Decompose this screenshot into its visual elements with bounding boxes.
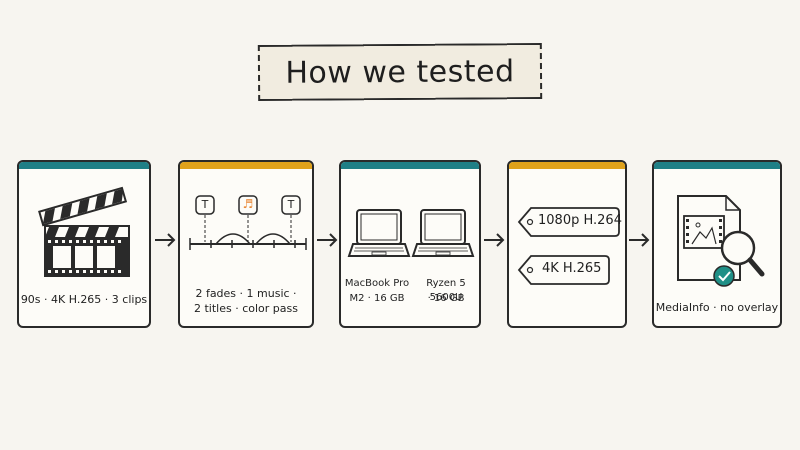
export-tag-4k: 4K H.265 [542,261,602,276]
machine-1-line2: M2 · 16 GB [349,293,405,304]
clapperboard-icon [38,186,130,277]
file-inspect-icon [677,195,765,287]
step-exports-card: 1080p H.264 4K H.265 [507,160,627,328]
step-timeline-label-line2: 2 titles · color pass [194,302,298,315]
arrow-right-icon [317,233,338,247]
step-source-card: 90s · 4K H.265 · 3 clips [17,160,151,328]
tag-icon [517,207,620,285]
accent-bar [19,162,149,169]
machine-2-line1: Ryzen 5 5600U [426,278,466,303]
music-note-icon: ♬ [242,197,254,211]
step-source-label: 90s · 4K H.265 · 3 clips [20,293,148,306]
step-machines-card: MacBook Pro M2 · 16 GB Ryzen 5 5600U · 1… [339,160,481,328]
step-timeline-label-line1: 2 fades · 1 music · [195,287,297,300]
machine-1-line1: MacBook Pro [344,278,410,289]
accent-bar [180,162,312,169]
accent-bar [654,162,780,169]
step-verify-label: MediaInfo · no overlay [655,301,779,314]
title-marker-2: T [287,198,295,211]
title-banner: How we tested [257,43,543,101]
step-timeline-card: T ♬ T 2 fades · 1 music · 2 titles · col… [178,160,314,328]
accent-bar [341,162,479,169]
arrow-right-icon [629,233,650,247]
title-marker-1: T [201,198,209,211]
laptop-icon [347,209,475,257]
step-verify-card: MediaInfo · no overlay [652,160,782,328]
arrow-right-icon [484,233,505,247]
arrow-right-icon [155,233,176,247]
timeline-icon [189,195,307,250]
export-tag-1080p: 1080p H.264 [538,213,622,228]
accent-bar [509,162,625,169]
machine-2-line2: · 16 GB [427,293,465,304]
page-title: How we tested [285,53,515,91]
